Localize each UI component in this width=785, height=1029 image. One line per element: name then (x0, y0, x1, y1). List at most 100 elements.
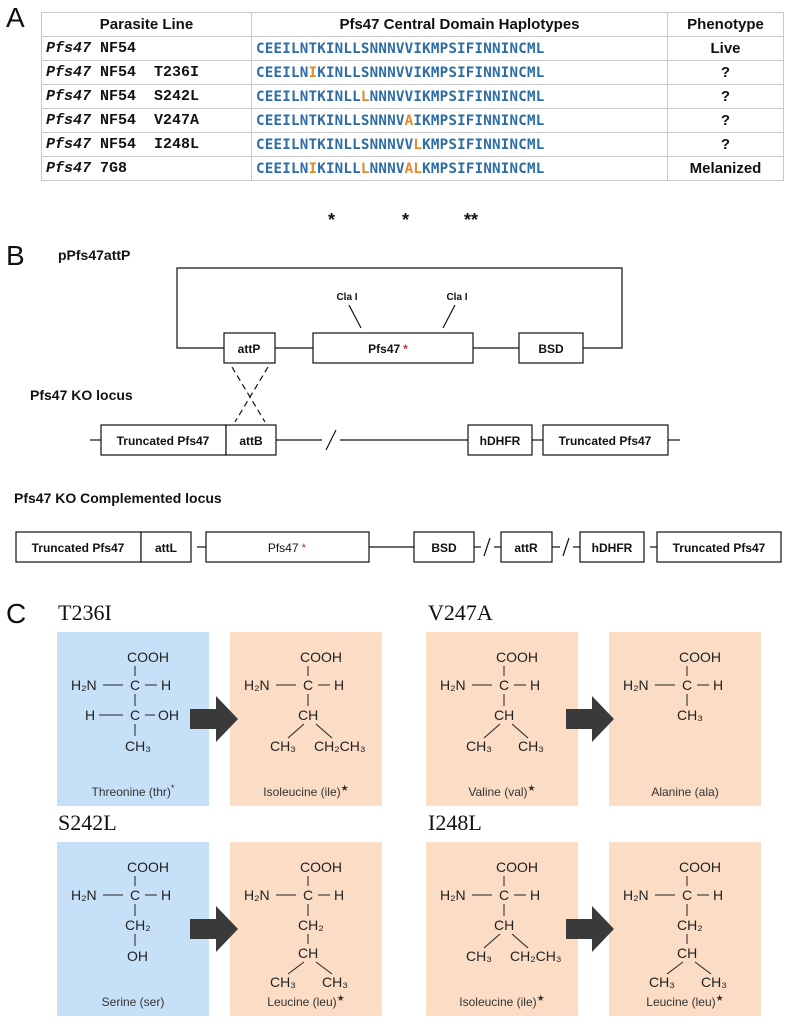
line-name: NF54 (91, 40, 137, 57)
alpha-hydrogen: H (334, 887, 344, 903)
title-v247a: V247A (428, 600, 493, 625)
attr-label: attR (514, 541, 538, 555)
amino-acid-name: Leucine (leu)★ (646, 993, 723, 1009)
mutated-residue: AL (404, 160, 423, 177)
mutation-star-1: * (328, 210, 336, 230)
methyl-group: CH₃ (466, 948, 492, 964)
beta-carbon: C (130, 707, 140, 723)
methyl-group: CH₃ (677, 707, 703, 723)
line-name: NF54 I248L (91, 136, 200, 153)
ch-group: CH (677, 945, 697, 961)
parasite-line-cell: Pfs47 NF54 V247A (41, 108, 252, 133)
bond-line (694, 961, 712, 975)
mutated-residue: L (413, 136, 423, 153)
bsd-label: BSD (538, 342, 564, 356)
sequence-segment: IKMPSIFINNINCML (413, 112, 545, 129)
sequence-segment: CEEILNTKINLLSNNNVVIKMPSIFINNINCML (256, 40, 545, 57)
amine-group: H₂N (244, 677, 270, 693)
amino-acid-name: Leucine (leu)★ (267, 993, 344, 1009)
attl-box (140, 531, 192, 563)
c-hdhfr-label: hDHFR (592, 541, 633, 555)
gene-name: Pfs47 (46, 112, 92, 129)
bond-line (483, 933, 501, 949)
cla-site-1-label: Cla I (336, 292, 357, 303)
sequence-segment: KMPSIFINNINCML (422, 160, 545, 177)
right-arrow-icon (190, 906, 238, 952)
cla-site-2-line (442, 304, 456, 329)
parasite-line-cell: Pfs47 NF54 (41, 36, 252, 61)
mutated-residue: I (308, 160, 318, 177)
pfs47-label: Pfs47* (368, 342, 408, 356)
phenotype-cell: Live (667, 36, 784, 61)
crossover-line-1 (231, 366, 266, 423)
cooh-group: COOH (679, 859, 721, 875)
haplotype-table: Parasite Line Pfs47 Central Domain Haplo… (41, 12, 784, 181)
alpha-hydrogen: H (161, 677, 171, 693)
c-break-1 (483, 537, 491, 557)
ko-locus-label: Pfs47 KO locus (30, 387, 133, 403)
methyl-group: CH₃ (270, 974, 296, 990)
alpha-carbon: C (499, 887, 509, 903)
cla-site-1-line (348, 304, 362, 329)
sequence-segment: NNNVVIKMPSIFINNINCML (369, 88, 545, 105)
alpha-hydrogen: H (713, 887, 723, 903)
methyl-group: CH₃ (518, 738, 544, 754)
alpha-hydrogen: H (713, 677, 723, 693)
haplotype-sequence: CEEILNTKINLLLNNNVVIKMPSIFINNINCML (251, 84, 668, 109)
gene-name: Pfs47 (46, 136, 92, 153)
right-arrow-icon (566, 906, 614, 952)
parasite-line-cell: Pfs47 NF54 I248L (41, 132, 252, 157)
alpha-carbon: C (682, 677, 692, 693)
sequence-segment: CEEILNTKINLLSNNNV (256, 112, 405, 129)
alpha-carbon: C (130, 887, 140, 903)
amine-group: H₂N (71, 677, 97, 693)
right-arrow-icon (190, 696, 238, 742)
parasite-line-cell: Pfs47 NF54 S242L (41, 84, 252, 109)
parasite-line-cell: Pfs47 NF54 T236I (41, 60, 252, 85)
sequence-segment: KMPSIFINNINCML (422, 136, 545, 153)
ethyl-group: CH₂CH₃ (314, 738, 366, 754)
hdhfr-label: hDHFR (480, 434, 521, 448)
amino-acid-name: Isoleucine (ile)★ (263, 783, 348, 799)
amino-acid-name: Valine (val)★ (468, 783, 535, 799)
amino-acid-name: Threonine (thr)* (92, 783, 175, 799)
alpha-hydrogen: H (161, 887, 171, 903)
mutated-residue: L (360, 88, 370, 105)
header-phenotype: Phenotype (667, 12, 784, 37)
title-s242l: S242L (58, 810, 117, 835)
amine-group: H₂N (440, 887, 466, 903)
phenotype-cell: ? (667, 60, 784, 85)
bond-line (511, 723, 529, 739)
alpha-carbon: C (303, 887, 313, 903)
c-pfs47-label: Pfs47* (268, 541, 307, 555)
c-trunc2-label: Truncated Pfs47 (673, 541, 766, 555)
phenotype-cell: ? (667, 132, 784, 157)
line-name: NF54 S242L (91, 88, 200, 105)
ch-group: CH (298, 945, 318, 961)
ch-group: CH (494, 707, 514, 723)
gene-name: Pfs47 (46, 160, 92, 177)
haplotype-sequence: CEEILNIKINLLSNNNVVIKMPSIFINNINCML (251, 60, 668, 85)
comp-locus-label: Pfs47 KO Complemented locus (14, 490, 222, 506)
bsd-box (518, 332, 584, 364)
cooh-group: COOH (127, 649, 169, 665)
alpha-carbon: C (303, 677, 313, 693)
ch-group: CH (298, 707, 318, 723)
ko-trunc1-box (100, 424, 227, 456)
bond-line (483, 723, 501, 739)
sequence-segment: CEEILNTKINLL (256, 88, 361, 105)
alpha-carbon: C (682, 887, 692, 903)
c-break-2 (562, 537, 570, 557)
bond-line (287, 723, 305, 739)
